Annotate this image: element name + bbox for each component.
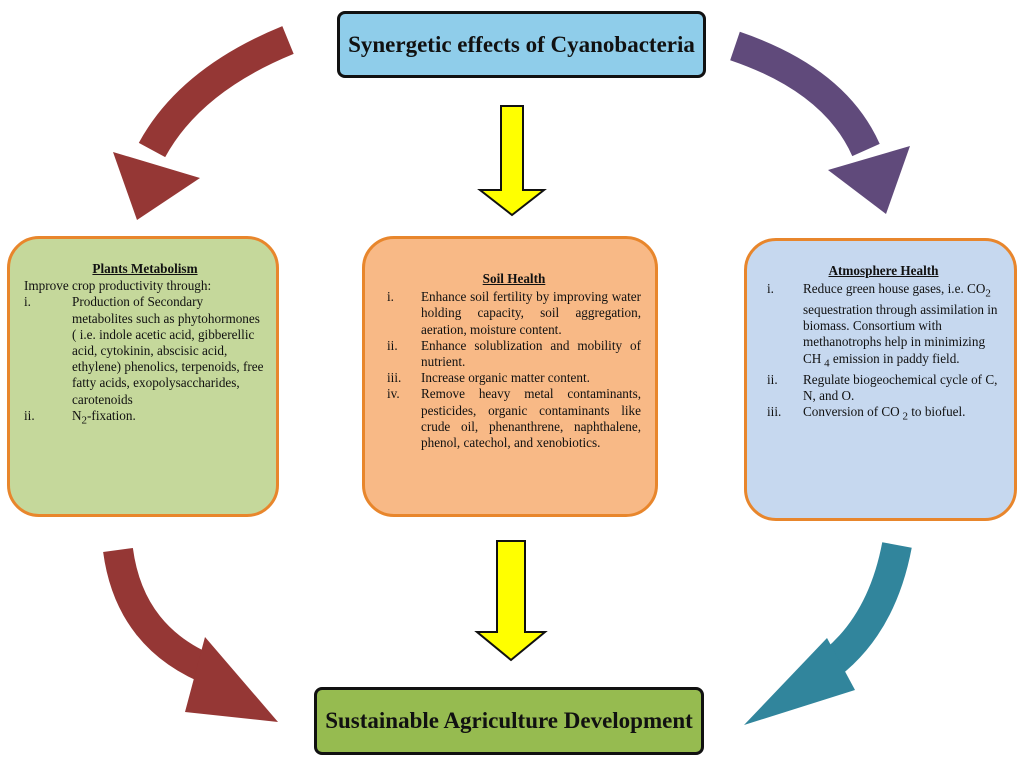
subscript: 4: [821, 357, 830, 370]
atmosphere-health-card: Atmosphere Health i. Reduce green house …: [744, 238, 1017, 521]
atmosphere-item: ii. Regulate biogeochemical cycle of C, …: [767, 372, 1000, 404]
text-part: Reduce green house gases, i.e. CO: [803, 281, 986, 297]
text-part: -fixation.: [87, 407, 136, 423]
list-text: Reduce green house gases, i.e. CO2 seque…: [803, 281, 1000, 371]
list-number: i.: [24, 294, 31, 310]
atmosphere-list: i. Reduce green house gases, i.e. CO2 se…: [767, 281, 1000, 425]
list-number: i.: [387, 289, 394, 305]
atmosphere-item: iii. Conversion of CO 2 to biofuel.: [767, 404, 1000, 425]
subscript: 2: [985, 287, 991, 300]
list-number: i.: [767, 281, 774, 297]
sustainable-agriculture-box: Sustainable Agriculture Development: [314, 687, 704, 755]
curved-arrow-top-left: [113, 26, 294, 220]
text-part: to biofuel.: [907, 403, 966, 419]
soil-item: ii. Enhance solublization and mobility o…: [387, 338, 641, 370]
plants-metabolism-card: Plants Metabolism Improve crop productiv…: [7, 236, 279, 517]
plants-heading: Plants Metabolism: [92, 261, 198, 276]
plants-intro: Improve crop productivity through:: [24, 278, 212, 294]
text-part: Conversion of CO: [803, 403, 900, 419]
list-number: ii.: [767, 371, 778, 387]
list-number: iv.: [387, 386, 400, 402]
list-text: Production of Secondary metabolites such…: [72, 294, 264, 407]
title-text: Synergetic effects of Cyanobacteria: [348, 31, 695, 57]
cyanobacteria-title-box: Synergetic effects of Cyanobacteria: [337, 11, 706, 78]
yellow-arrow-top: [477, 105, 547, 217]
list-number: ii.: [24, 407, 35, 423]
curved-arrow-bottom-left: [103, 547, 278, 722]
list-number: iii.: [387, 370, 402, 386]
subscript: 2: [899, 410, 908, 423]
curved-arrow-bottom-right: [744, 542, 912, 725]
text-part: emission in paddy field.: [829, 350, 960, 366]
soil-health-card: Soil Health i. Enhance soil fertility by…: [362, 236, 658, 517]
subscript: 2: [81, 414, 88, 427]
text-part: N: [72, 407, 82, 423]
list-text: Enhance soil fertility by improving wate…: [421, 289, 641, 337]
plants-item: ii. N2-fixation.: [24, 408, 266, 429]
atmosphere-item: i. Reduce green house gases, i.e. CO2 se…: [767, 281, 1000, 371]
yellow-arrow-bottom: [474, 540, 548, 662]
atmosphere-heading: Atmosphere Health: [828, 263, 939, 278]
list-text: Enhance solublization and mobility of nu…: [421, 337, 641, 370]
list-text: N2-fixation.: [72, 408, 266, 429]
soil-item: iv. Remove heavy metal contaminants, pes…: [387, 386, 641, 451]
list-text: Increase organic matter content.: [421, 370, 590, 386]
text-part: sequestration through assimilation in bi…: [803, 302, 998, 366]
soil-heading: Soil Health: [482, 271, 546, 286]
plants-item: i. Production of Secondary metabolites s…: [24, 294, 266, 407]
list-text: Regulate biogeochemical cycle of C, N, a…: [803, 371, 998, 403]
list-number: iii.: [767, 403, 782, 419]
plants-list: i. Production of Secondary metabolites s…: [24, 294, 266, 428]
list-number: ii.: [387, 337, 398, 353]
bottom-text: Sustainable Agriculture Development: [325, 708, 693, 733]
list-text: Conversion of CO 2 to biofuel.: [803, 404, 1000, 425]
list-text: Remove heavy metal contaminants, pestici…: [421, 386, 641, 451]
soil-item: iii. Increase organic matter content.: [387, 370, 641, 386]
curved-arrow-top-right: [730, 31, 910, 214]
soil-item: i. Enhance soil fertility by improving w…: [387, 289, 641, 338]
soil-list: i. Enhance soil fertility by improving w…: [387, 289, 641, 451]
